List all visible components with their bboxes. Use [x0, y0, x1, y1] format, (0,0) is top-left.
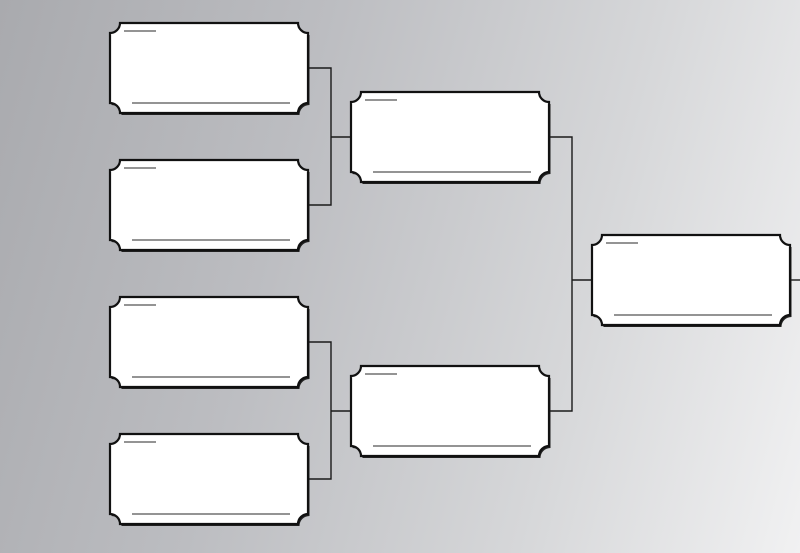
bracket-slot-round-3-1[interactable]	[590, 233, 792, 327]
slot-plaque	[108, 158, 310, 252]
bracket-slot-round-1-4[interactable]	[108, 432, 310, 526]
bracket-connector-line	[308, 341, 351, 480]
bracket-slot-round-2-2[interactable]	[349, 364, 551, 458]
bracket-connectors	[308, 67, 800, 480]
bracket-connector-line	[549, 136, 592, 412]
bracket-slot-round-1-2[interactable]	[108, 158, 310, 252]
slot-plaque	[108, 295, 310, 389]
bracket-slot-round-1-1[interactable]	[108, 21, 310, 115]
bracket-slots	[108, 21, 792, 526]
slot-plaque	[108, 21, 310, 115]
slot-plaque	[349, 364, 551, 458]
bracket-slot-round-1-3[interactable]	[108, 295, 310, 389]
bracket-connector-line	[308, 67, 351, 206]
slot-plaque	[108, 432, 310, 526]
bracket-slot-round-2-1[interactable]	[349, 90, 551, 184]
slot-plaque	[349, 90, 551, 184]
slot-plaque	[590, 233, 792, 327]
